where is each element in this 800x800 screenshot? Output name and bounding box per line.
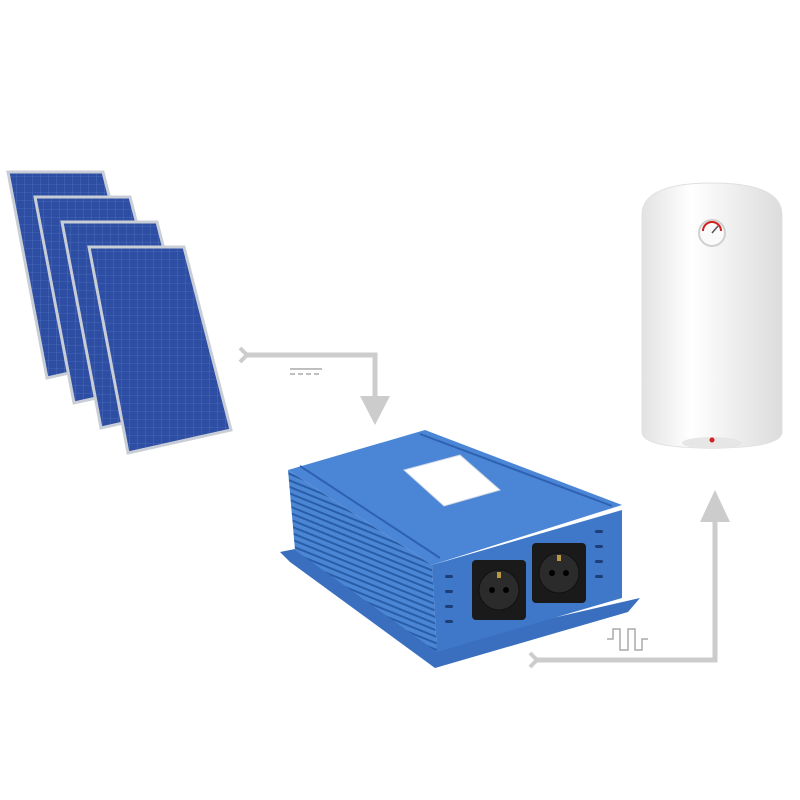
inverter — [280, 430, 640, 668]
dc-flow-arrow — [238, 346, 390, 425]
ac-flow-arrow — [528, 490, 730, 669]
water-heater — [641, 182, 783, 449]
indicator-light — [709, 437, 715, 443]
thermostat-dial — [698, 219, 726, 247]
solar-panel-array — [6, 170, 233, 455]
solar-panel — [87, 245, 233, 455]
ventilation-slots — [445, 530, 603, 623]
modified-sine-wave-icon — [607, 628, 648, 651]
power-outlet — [532, 543, 586, 603]
power-outlet — [472, 560, 526, 620]
dc-current-icon — [290, 368, 322, 375]
inverter-label — [402, 454, 502, 507]
